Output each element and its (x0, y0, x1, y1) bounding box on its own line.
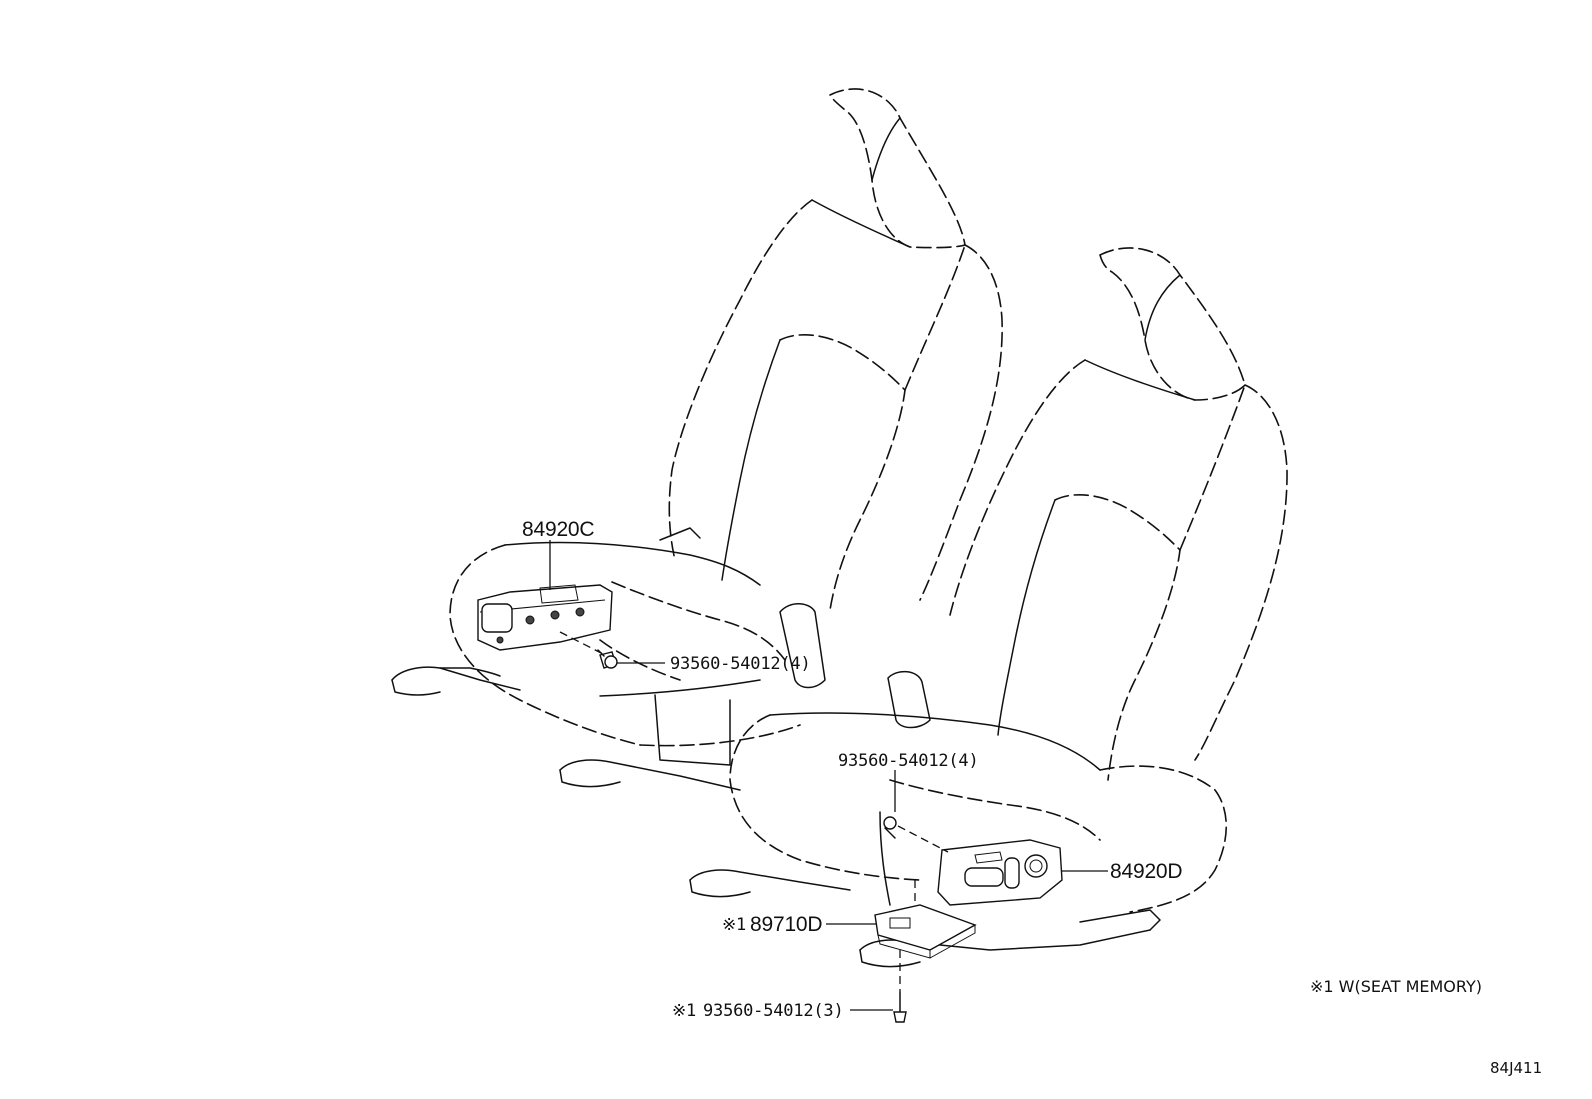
callout-93560-54012-left: 93560-54012(4) (670, 654, 811, 674)
footnote-seat-memory: ※1 W(SEAT MEMORY) (1310, 977, 1482, 996)
ecu-89710d-icon (874, 904, 977, 959)
leader-lines (549, 540, 1108, 1011)
screw-bottom-icon (893, 991, 907, 1023)
right-seat-outline (689, 247, 1288, 968)
callout-mark-bottom-screw: ※1 (672, 1001, 696, 1021)
left-seat-outline (391, 88, 1003, 791)
callout-84920d: 84920D (1110, 860, 1182, 883)
callout-mark-ecu: ※1 (722, 915, 746, 935)
callout-84920c: 84920C (522, 518, 594, 541)
seat-switch-84920c-icon (477, 584, 613, 651)
screw-right-icon (883, 816, 897, 839)
callout-93560-54012-right: 93560-54012(4) (838, 751, 979, 771)
callout-93560-54012-bottom: 93560-54012(3) (703, 1001, 844, 1021)
callout-89710d: 89710D (750, 913, 822, 936)
diagram-code: 84J411 (1490, 1059, 1542, 1077)
seat-switch-84920d-icon (937, 839, 1063, 906)
